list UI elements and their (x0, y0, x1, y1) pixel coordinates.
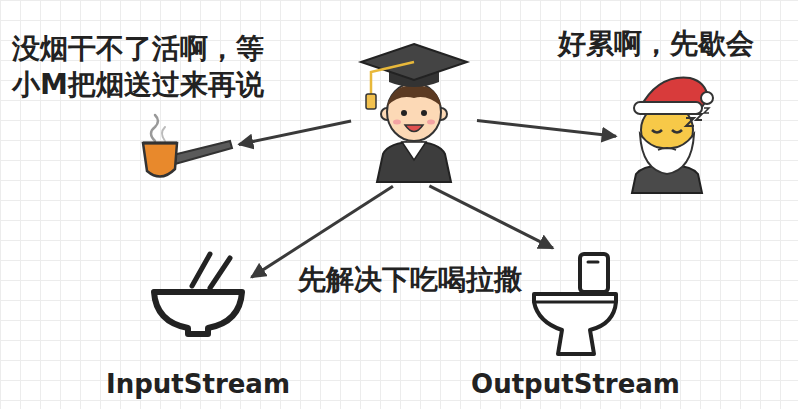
node-caption: 没烟干不了活啊，等 小M把烟送过来再说 (12, 31, 277, 103)
node-caption: OutputStream (471, 366, 680, 402)
node-caption: 好累啊，先歇会 (558, 26, 754, 62)
node-caption: InputStream (106, 366, 290, 402)
pipe-node: 没烟干不了活啊，等 小M把烟送过来再说 (135, 125, 235, 183)
arrow-connector (239, 121, 351, 145)
pipe-icon (143, 115, 232, 177)
student-node (355, 42, 473, 184)
student-icon (361, 44, 467, 182)
note-label: 先解决下吃喝拉撒 (298, 262, 522, 298)
arrow-connector (429, 186, 553, 248)
santa-icon (632, 78, 713, 193)
toilet-icon (534, 254, 616, 354)
santa-node: 好累啊，先歇会 (620, 68, 715, 193)
bowl-node: InputStream (148, 248, 248, 338)
toilet-node: OutputStream (528, 250, 623, 358)
arrow-connector (477, 121, 616, 137)
bowl-icon (154, 254, 242, 334)
